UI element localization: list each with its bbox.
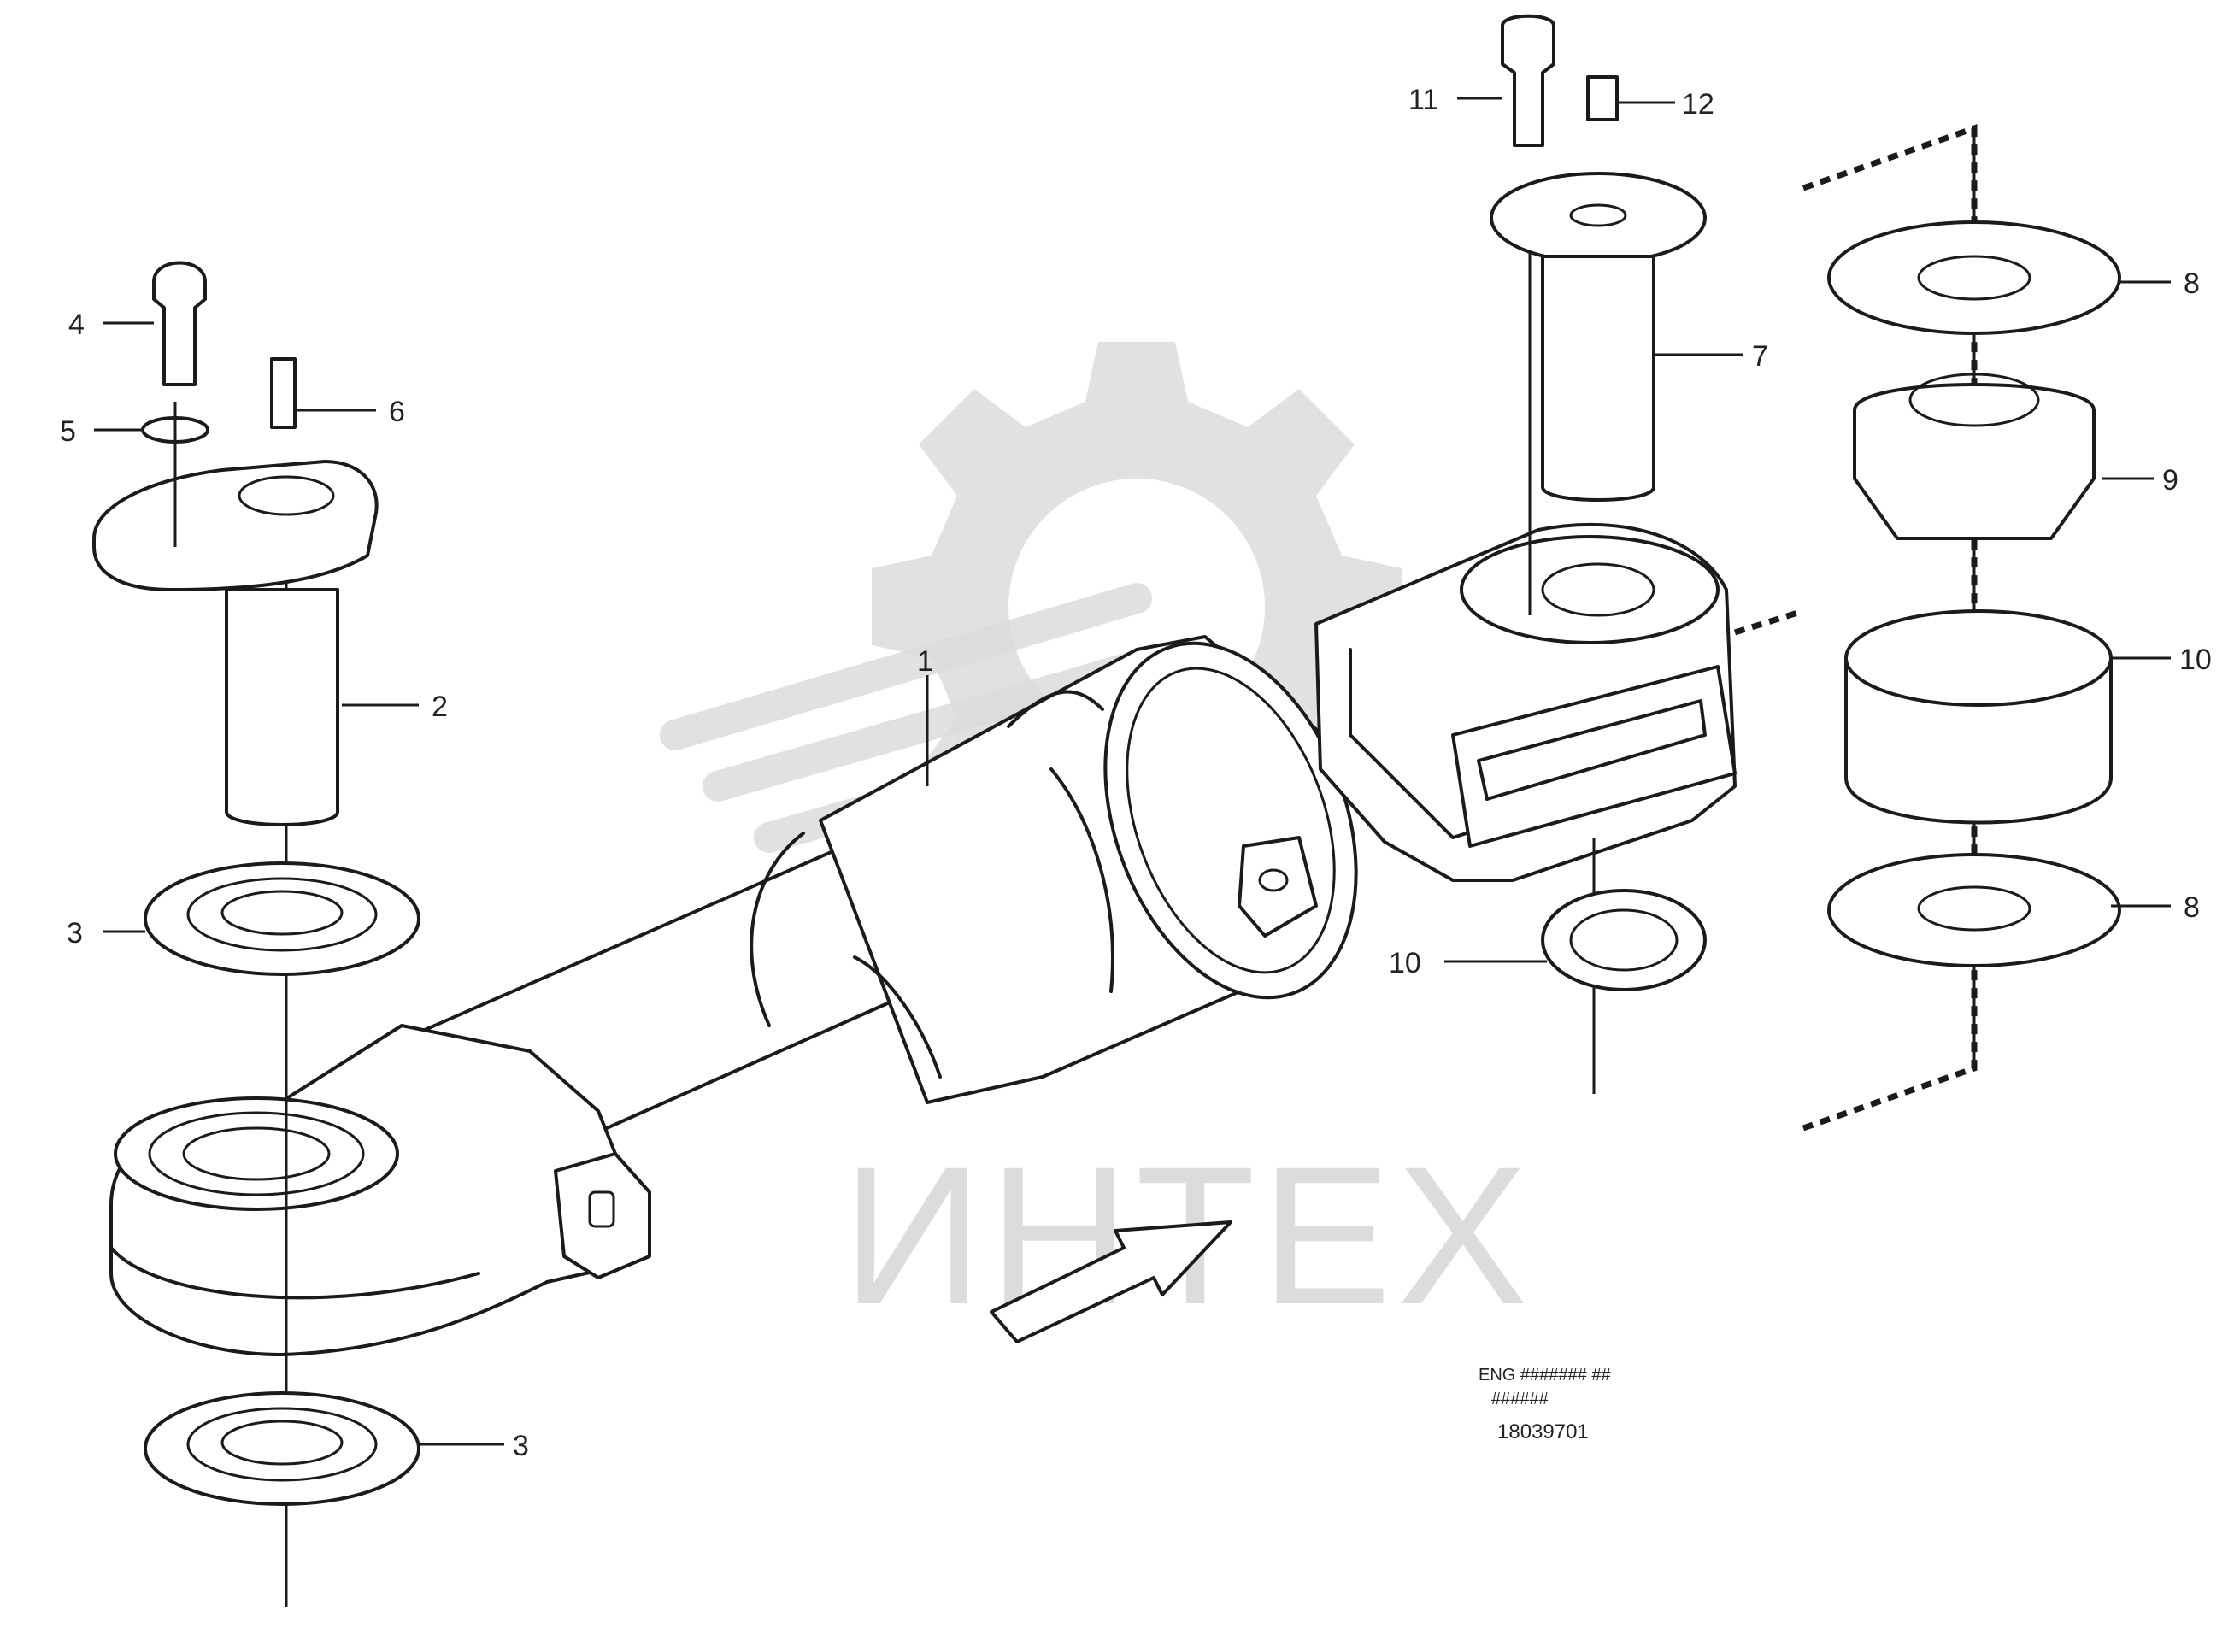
bushing-9	[1853, 383, 2096, 540]
callout-10b: 10	[1389, 947, 1421, 979]
callout-labels: 1 2 3 3 4 5 6 7 8 8 9 10 10 11 12	[60, 84, 2212, 1462]
callout-1: 1	[917, 645, 933, 678]
callout-4: 4	[68, 309, 85, 341]
callout-6: 6	[389, 396, 405, 428]
pin-2	[225, 588, 339, 826]
retaining-plate-right	[1490, 172, 1707, 264]
callout-11: 11	[1408, 84, 1438, 116]
callout-12: 12	[1682, 88, 1714, 121]
callout-2: 2	[432, 691, 448, 723]
callout-10a: 10	[2179, 644, 2212, 676]
retaining-plate	[92, 460, 379, 591]
washer-8-upper	[1827, 220, 2121, 335]
grease-nipple-6	[270, 357, 297, 429]
grease-nipple-12	[1586, 75, 1619, 121]
left-pin-stack	[92, 261, 420, 1607]
barrel-port	[1238, 836, 1318, 938]
callout-5: 5	[60, 415, 76, 448]
right-pin-stack	[1490, 14, 1707, 1094]
bolt-11	[1501, 14, 1555, 147]
grease-nipple-boss	[554, 1152, 651, 1279]
bolt-4	[152, 261, 207, 386]
caption-line-2: ######	[1491, 1390, 1549, 1408]
callout-9: 9	[2162, 464, 2178, 497]
bushing-detail	[1802, 124, 2121, 1132]
callout-7: 7	[1752, 340, 1768, 373]
cylinder-assembly	[109, 522, 1805, 1356]
view-direction-arrow-icon	[990, 1220, 1232, 1343]
callout-8a: 8	[2184, 267, 2200, 300]
callout-leaders	[94, 97, 2171, 1446]
drawing-caption: ENG ####### ## ###### 18039701	[1479, 1366, 1611, 1443]
caption-line-1: ENG ####### ##	[1479, 1366, 1611, 1385]
clevis-top-face	[1460, 535, 1720, 644]
pin-7	[1541, 255, 1655, 502]
seal-10-lower	[1541, 889, 1707, 991]
clevis-pin-bore	[1541, 562, 1655, 617]
washer-8-lower	[1827, 853, 2121, 967]
callout-3a: 3	[67, 917, 83, 949]
rod-eye-top	[114, 1096, 399, 1211]
callout-8b: 8	[2184, 891, 2200, 924]
callout-3b: 3	[513, 1430, 529, 1462]
caption-line-3: 18039701	[1497, 1420, 1589, 1443]
